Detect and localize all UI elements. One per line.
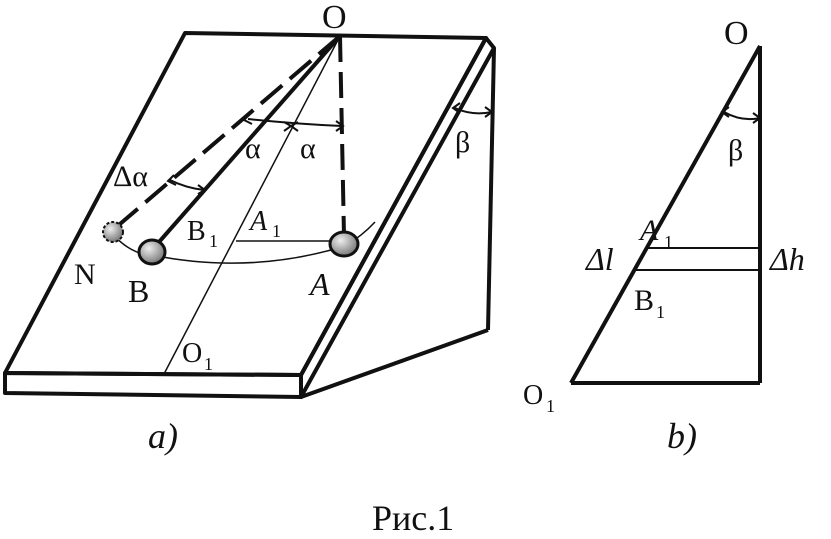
label-O-a: O (322, 0, 347, 36)
label-delta-alpha: Δα (113, 160, 148, 193)
arrow-delta-alpha-1 (166, 174, 177, 186)
arrow-beta-b-1 (720, 106, 730, 118)
thread-to-B (150, 34, 342, 252)
arrow-alpha-4 (335, 120, 345, 132)
figure-b-triangle: O β A 1 Δl Δh B 1 O 1 b) (523, 15, 805, 456)
label-N: N (74, 258, 96, 291)
angle-arc-beta-b (723, 111, 761, 121)
label-beta-a: β (455, 126, 470, 159)
ball-N-ghost (102, 221, 124, 243)
angle-arc-delta-alpha (169, 179, 205, 191)
label-A1-a: A (248, 206, 268, 237)
label-A1-b: A (638, 214, 659, 247)
arrow-beta-a-1 (451, 102, 461, 114)
label-B1-a-sub: 1 (209, 231, 218, 251)
support-bottom-edge (300, 328, 489, 399)
label-O1-a-sub: 1 (204, 354, 213, 374)
thread-to-N-dashed (111, 34, 342, 232)
ball-B (137, 238, 167, 266)
label-O1-b: O (523, 380, 543, 411)
label-A1-a-sub: 1 (272, 221, 281, 241)
sublabel-a: a) (148, 416, 178, 456)
label-B: B (128, 273, 149, 309)
label-O-b: O (724, 15, 749, 52)
slope-line-O-O1 (163, 35, 341, 375)
label-delta-h: Δh (768, 241, 805, 277)
ball-A (328, 230, 360, 258)
triangle-hypotenuse (569, 45, 762, 384)
label-alpha-left: α (245, 132, 261, 165)
label-O1-a: O (182, 338, 202, 369)
label-O1-b-sub: 1 (546, 396, 555, 416)
label-B1-b: B (634, 284, 654, 317)
label-beta-b: β (728, 134, 743, 167)
figure-caption: Рис.1 (372, 498, 454, 538)
arrow-alpha-1 (242, 113, 253, 125)
arrow-delta-alpha-2 (197, 184, 207, 195)
incline-board-right-edge (299, 36, 496, 399)
label-A: A (308, 266, 330, 302)
incline-board-face (3, 31, 488, 377)
incline-board-front-edge (3, 371, 303, 399)
angle-arc-beta-a (454, 107, 493, 115)
arrow-beta-a-2 (484, 106, 494, 118)
support-vertical-edge (486, 47, 496, 331)
figure-a-inclined-plane: O α α Δα β B 1 A 1 N B A O 1 a) (3, 0, 496, 456)
label-A1-b-sub: 1 (664, 232, 673, 252)
swing-arc-B-A (151, 245, 346, 264)
arrow-beta-b-2 (752, 112, 762, 124)
label-B1-a: B (187, 216, 206, 247)
label-delta-l: Δl (584, 241, 614, 277)
label-B1-b-sub: 1 (656, 302, 665, 322)
arrow-alpha-3 (289, 121, 299, 132)
thread-equilibrium-dashed (338, 35, 346, 237)
sublabel-b: b) (667, 416, 697, 456)
label-alpha-right: α (300, 132, 316, 165)
